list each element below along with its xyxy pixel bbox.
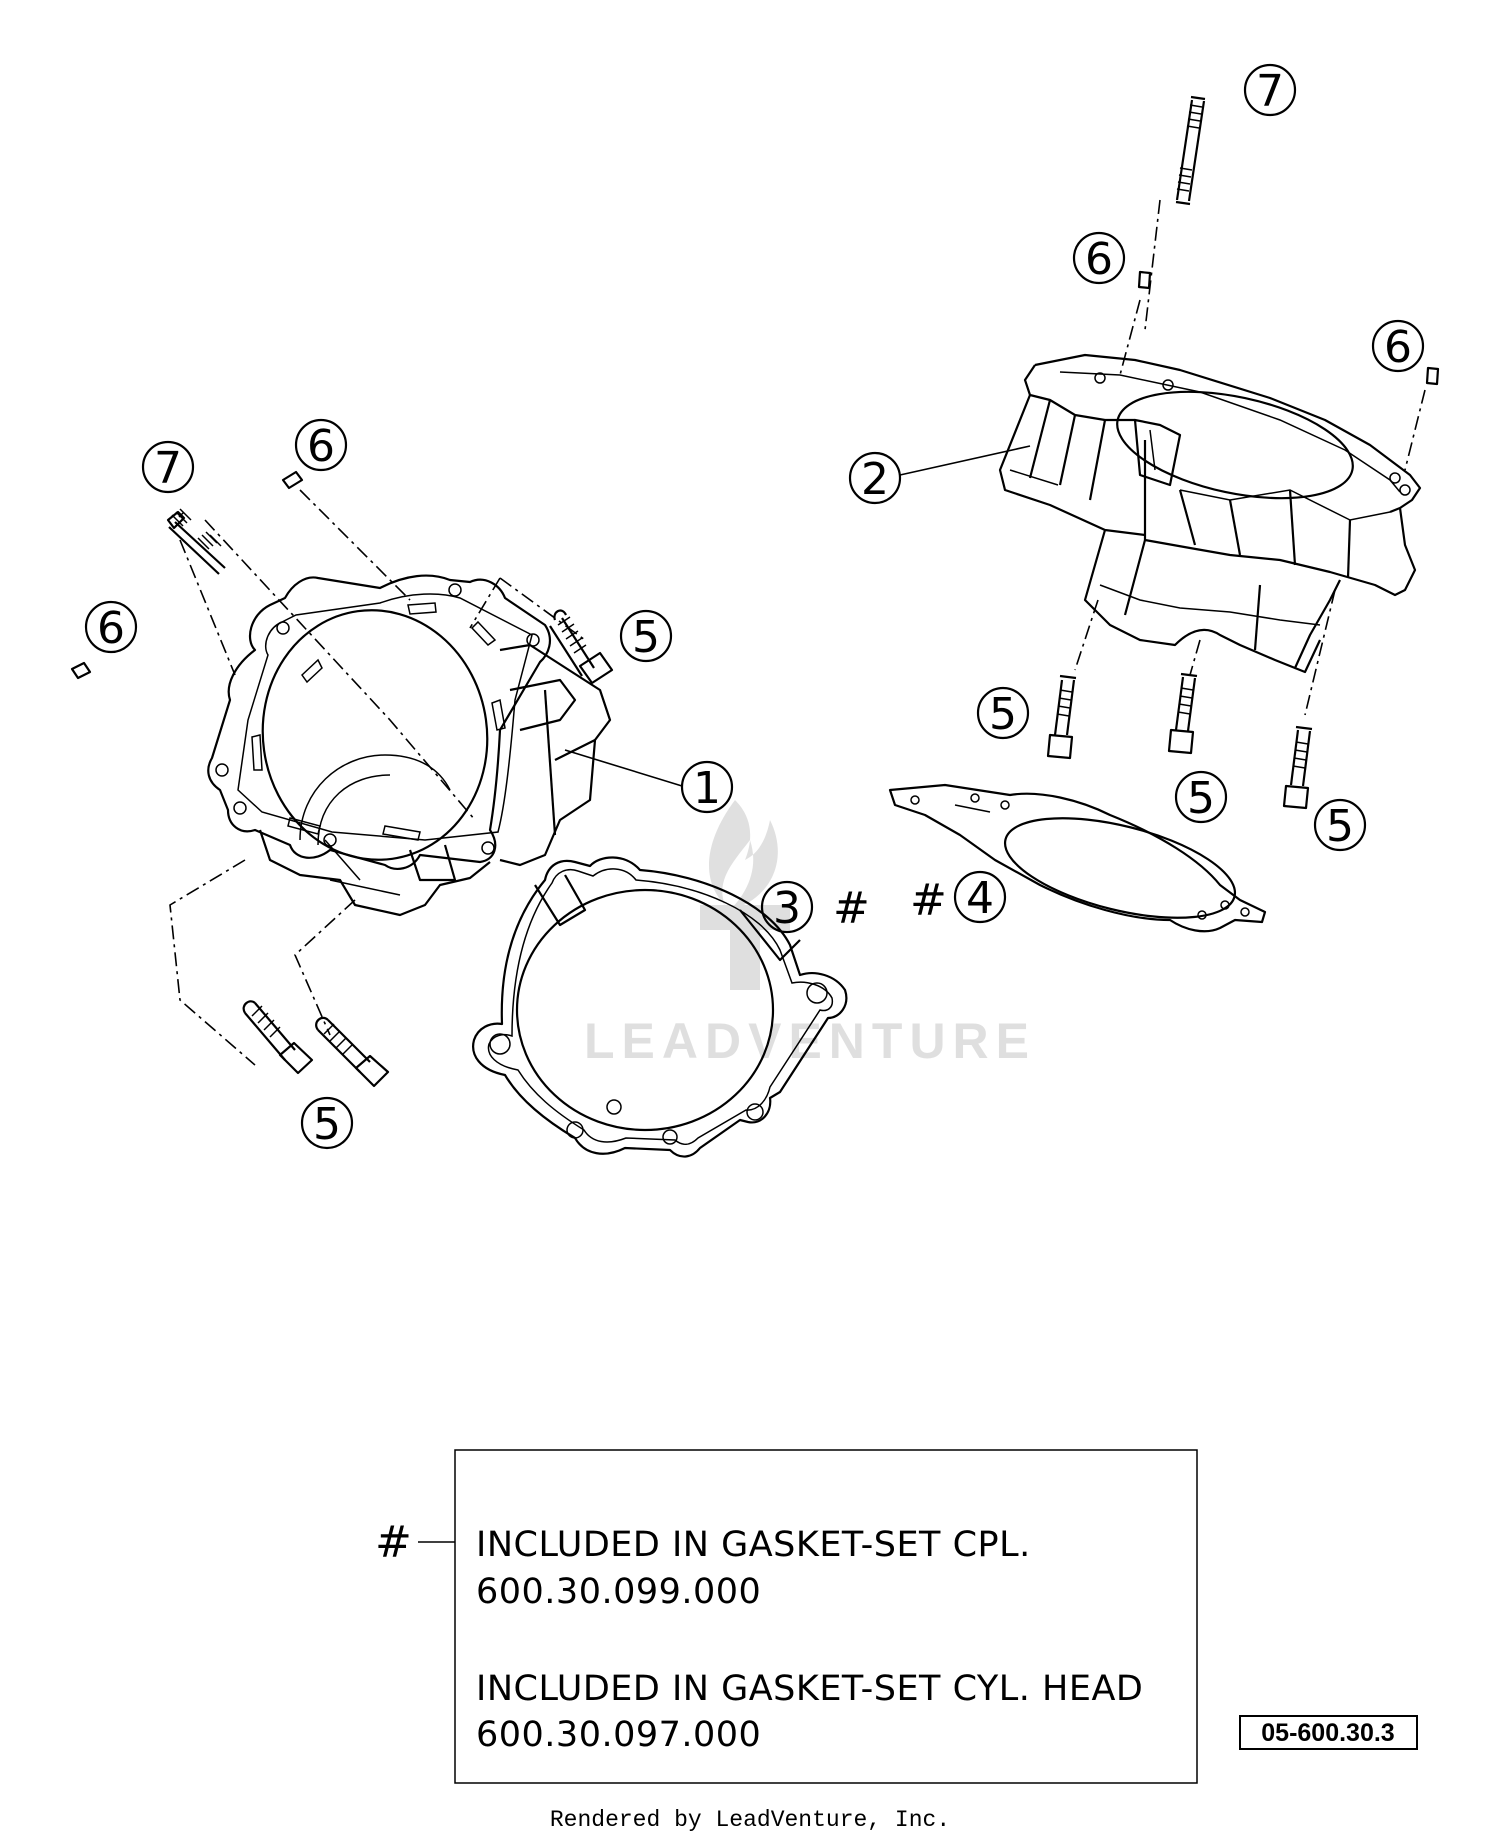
callout-2[interactable]: 2: [861, 454, 889, 505]
callout-7-right[interactable]: 7: [1256, 66, 1284, 117]
callout-3[interactable]: 3: [773, 883, 801, 934]
callout-6-right[interactable]: 6: [1384, 322, 1412, 373]
dowel-6-right-center: [1137, 270, 1152, 290]
legend-note: # INCLUDED IN GASKET-SET CPL. 600.30.099…: [375, 1449, 1198, 1784]
bolt-5-right-c: [1282, 725, 1313, 810]
stud-7-right: [1175, 95, 1206, 206]
note-line-3: INCLUDED IN GASKET-SET CYL. HEAD: [476, 1669, 1143, 1709]
bolt-5-left-upper: [549, 609, 614, 685]
callout-5-left-upper[interactable]: 5: [632, 612, 660, 663]
note-line-4: 600.30.097.000: [476, 1715, 761, 1755]
hash-mark-note: #: [375, 1517, 412, 1568]
callout-5-right-c[interactable]: 5: [1326, 801, 1354, 852]
hash-mark-part-4: #: [910, 875, 947, 926]
callout-1[interactable]: 1: [693, 763, 721, 814]
callout-4[interactable]: 4: [966, 873, 994, 924]
callout-6-right-center[interactable]: 6: [1085, 234, 1113, 285]
right-assembly-lines: [1074, 199, 1426, 716]
dowel-6-right: [1425, 366, 1440, 386]
leadventure-watermark: LEADVENTURE: [584, 800, 1036, 1069]
diagram-reference: 05-600.30.3: [1239, 1715, 1418, 1750]
right-fasteners: [1046, 95, 1440, 810]
note-line-1: INCLUDED IN GASKET-SET CPL.: [476, 1525, 1031, 1565]
cylinder-base-gasket-part-3: [472, 856, 848, 1158]
callout-5-left-lower[interactable]: 5: [313, 1099, 341, 1150]
cylinder-part-1: [207, 574, 612, 917]
bolt-5-left-lower-a: [242, 1000, 314, 1075]
callout-7-left[interactable]: 7: [154, 443, 182, 494]
callout-6-left[interactable]: 6: [97, 603, 125, 654]
footer-credit: Rendered by LeadVenture, Inc.: [550, 1807, 950, 1833]
watermark-text: LEADVENTURE: [584, 1013, 1036, 1069]
stud-7-left: [166, 508, 226, 575]
callout-5-right-a[interactable]: 5: [989, 689, 1017, 740]
bolt-5-left-lower-b: [315, 1016, 390, 1088]
left-assembly-lines: [169, 489, 586, 1066]
left-fasteners: [70, 470, 614, 1088]
callout-6-top-left[interactable]: 6: [307, 421, 335, 472]
dowel-6-left: [70, 661, 92, 680]
callout-5-right-b[interactable]: 5: [1187, 773, 1215, 824]
cylinder-part-2: [998, 353, 1422, 674]
dowel-6-top-left: [281, 470, 304, 490]
bolt-5-right-a: [1046, 674, 1077, 760]
callouts: 1 2 3 # # 4 5 5 5 5 5 6 6 6 6 7: [84, 63, 1425, 1150]
bolt-5-right-b: [1167, 672, 1198, 755]
head-gasket-part-4: [888, 783, 1267, 933]
hash-mark-part-3: #: [833, 883, 870, 934]
note-line-2: 600.30.099.000: [476, 1572, 761, 1612]
diagram-reference-number: 05-600.30.3: [1261, 1719, 1394, 1747]
